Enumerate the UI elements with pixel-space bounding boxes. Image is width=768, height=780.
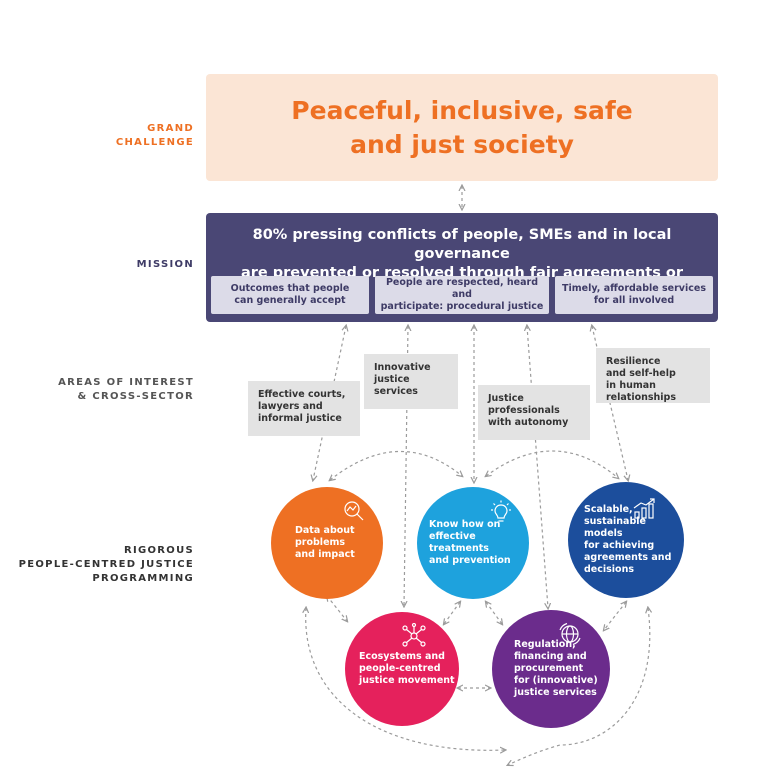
label-areas: AREAS OF INTEREST & CROSS-SECTOR — [58, 377, 194, 402]
lightbulb-icon — [491, 500, 511, 522]
arc-data-knowhow — [330, 450, 462, 480]
link-mission-regulation — [527, 326, 548, 608]
circle-regulation: Regulation, financing and procurement fo… — [492, 610, 610, 728]
area-innovative-services: Innovative justice services — [364, 354, 458, 409]
circle-regulation-text: Regulation, financing and procurement fo… — [514, 639, 598, 698]
link-data-ecosystems — [327, 596, 347, 621]
area-justice-professionals: Justice professionals with autonomy — [478, 385, 590, 440]
arc-knowhow-scalable — [486, 450, 618, 478]
circle-scalable-models: Scalable, sustainable models for achievi… — [568, 482, 684, 598]
globe-icon — [559, 622, 581, 646]
magnifier-chart-icon — [344, 501, 364, 521]
area-resilience: Resilience and self-help in human relati… — [596, 348, 710, 403]
label-grand-challenge: GRAND CHALLENGE — [115, 123, 194, 148]
network-icon — [402, 623, 426, 647]
outcome-acceptable: Outcomes that people can generally accep… — [211, 276, 369, 314]
outcome-procedural-justice: People are respected, heard and particip… — [375, 276, 549, 314]
circle-data-problems: Data about problems and impact — [271, 487, 383, 599]
circle-ecosystems-text: Ecosystems and people-centred justice mo… — [359, 651, 455, 686]
link-mission-ecosystems — [404, 326, 408, 606]
area-effective-courts: Effective courts, lawyers and informal j… — [248, 381, 360, 436]
circle-scalable-models-text: Scalable, sustainable models for achievi… — [584, 504, 672, 575]
outcome-timely-services: Timely, affordable services for all invo… — [555, 276, 713, 314]
bar-chart-icon — [633, 498, 655, 519]
link-knowhow-ecosystems — [444, 602, 460, 624]
grand-challenge-text: Peaceful, inclusive, safe and just socie… — [291, 95, 633, 159]
circle-knowhow-text: Know how on effective treatments and pre… — [429, 519, 511, 566]
circle-data-problems-text: Data about problems and impact — [295, 525, 355, 560]
mission-box: 80% pressing conflicts of people, SMEs a… — [206, 213, 718, 322]
label-mission: MISSION — [136, 259, 194, 270]
loop-scalable-regulation — [508, 608, 650, 765]
circle-ecosystems: Ecosystems and people-centred justice mo… — [345, 612, 459, 726]
link-knowhow-regulation — [486, 602, 502, 624]
link-scalable-regulation — [604, 602, 626, 630]
grand-challenge-box: Peaceful, inclusive, safe and just socie… — [206, 74, 718, 181]
label-programming: RIGOROUS PEOPLE-CENTRED JUSTICE PROGRAMM… — [18, 545, 194, 584]
circle-knowhow: Know how on effective treatments and pre… — [417, 487, 529, 599]
